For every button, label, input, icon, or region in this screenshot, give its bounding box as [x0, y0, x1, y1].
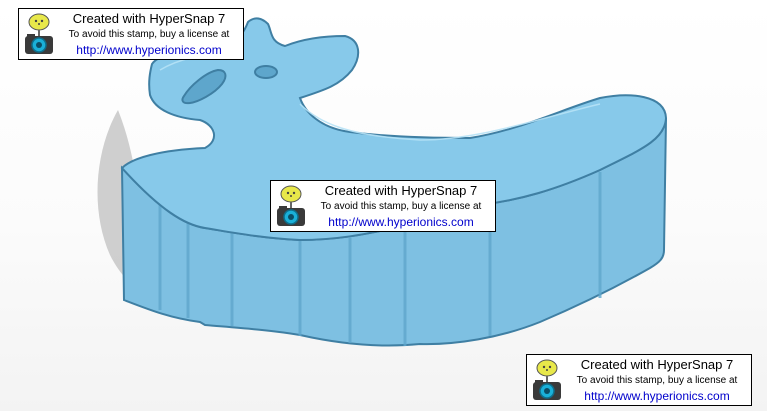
camera-logo-icon: [25, 13, 53, 54]
watermark-stamp: Created with HyperSnap 7 To avoid this s…: [270, 180, 496, 232]
model-slot-hole: [181, 68, 227, 105]
stamp-title: Created with HyperSnap 7: [324, 183, 478, 198]
stamp-link[interactable]: http://www.hyperionics.com: [328, 215, 474, 229]
watermark-stamp: Created with HyperSnap 7 To avoid this s…: [18, 8, 244, 60]
stamp-link[interactable]: http://www.hyperionics.com: [584, 389, 730, 403]
stamp-title: Created with HyperSnap 7: [72, 11, 226, 26]
model-wall-grooves: [158, 172, 602, 346]
camera-logo-icon: [277, 185, 305, 226]
model-round-hole: [254, 65, 278, 79]
stamp-notice: To avoid this stamp, buy a license at: [320, 201, 482, 212]
stamp-link[interactable]: http://www.hyperionics.com: [76, 43, 222, 57]
stamp-notice: To avoid this stamp, buy a license at: [68, 29, 230, 40]
camera-logo-icon: [533, 359, 561, 400]
watermark-stamp: Created with HyperSnap 7 To avoid this s…: [526, 354, 752, 406]
stamp-notice: To avoid this stamp, buy a license at: [576, 375, 738, 386]
stamp-title: Created with HyperSnap 7: [580, 357, 734, 372]
